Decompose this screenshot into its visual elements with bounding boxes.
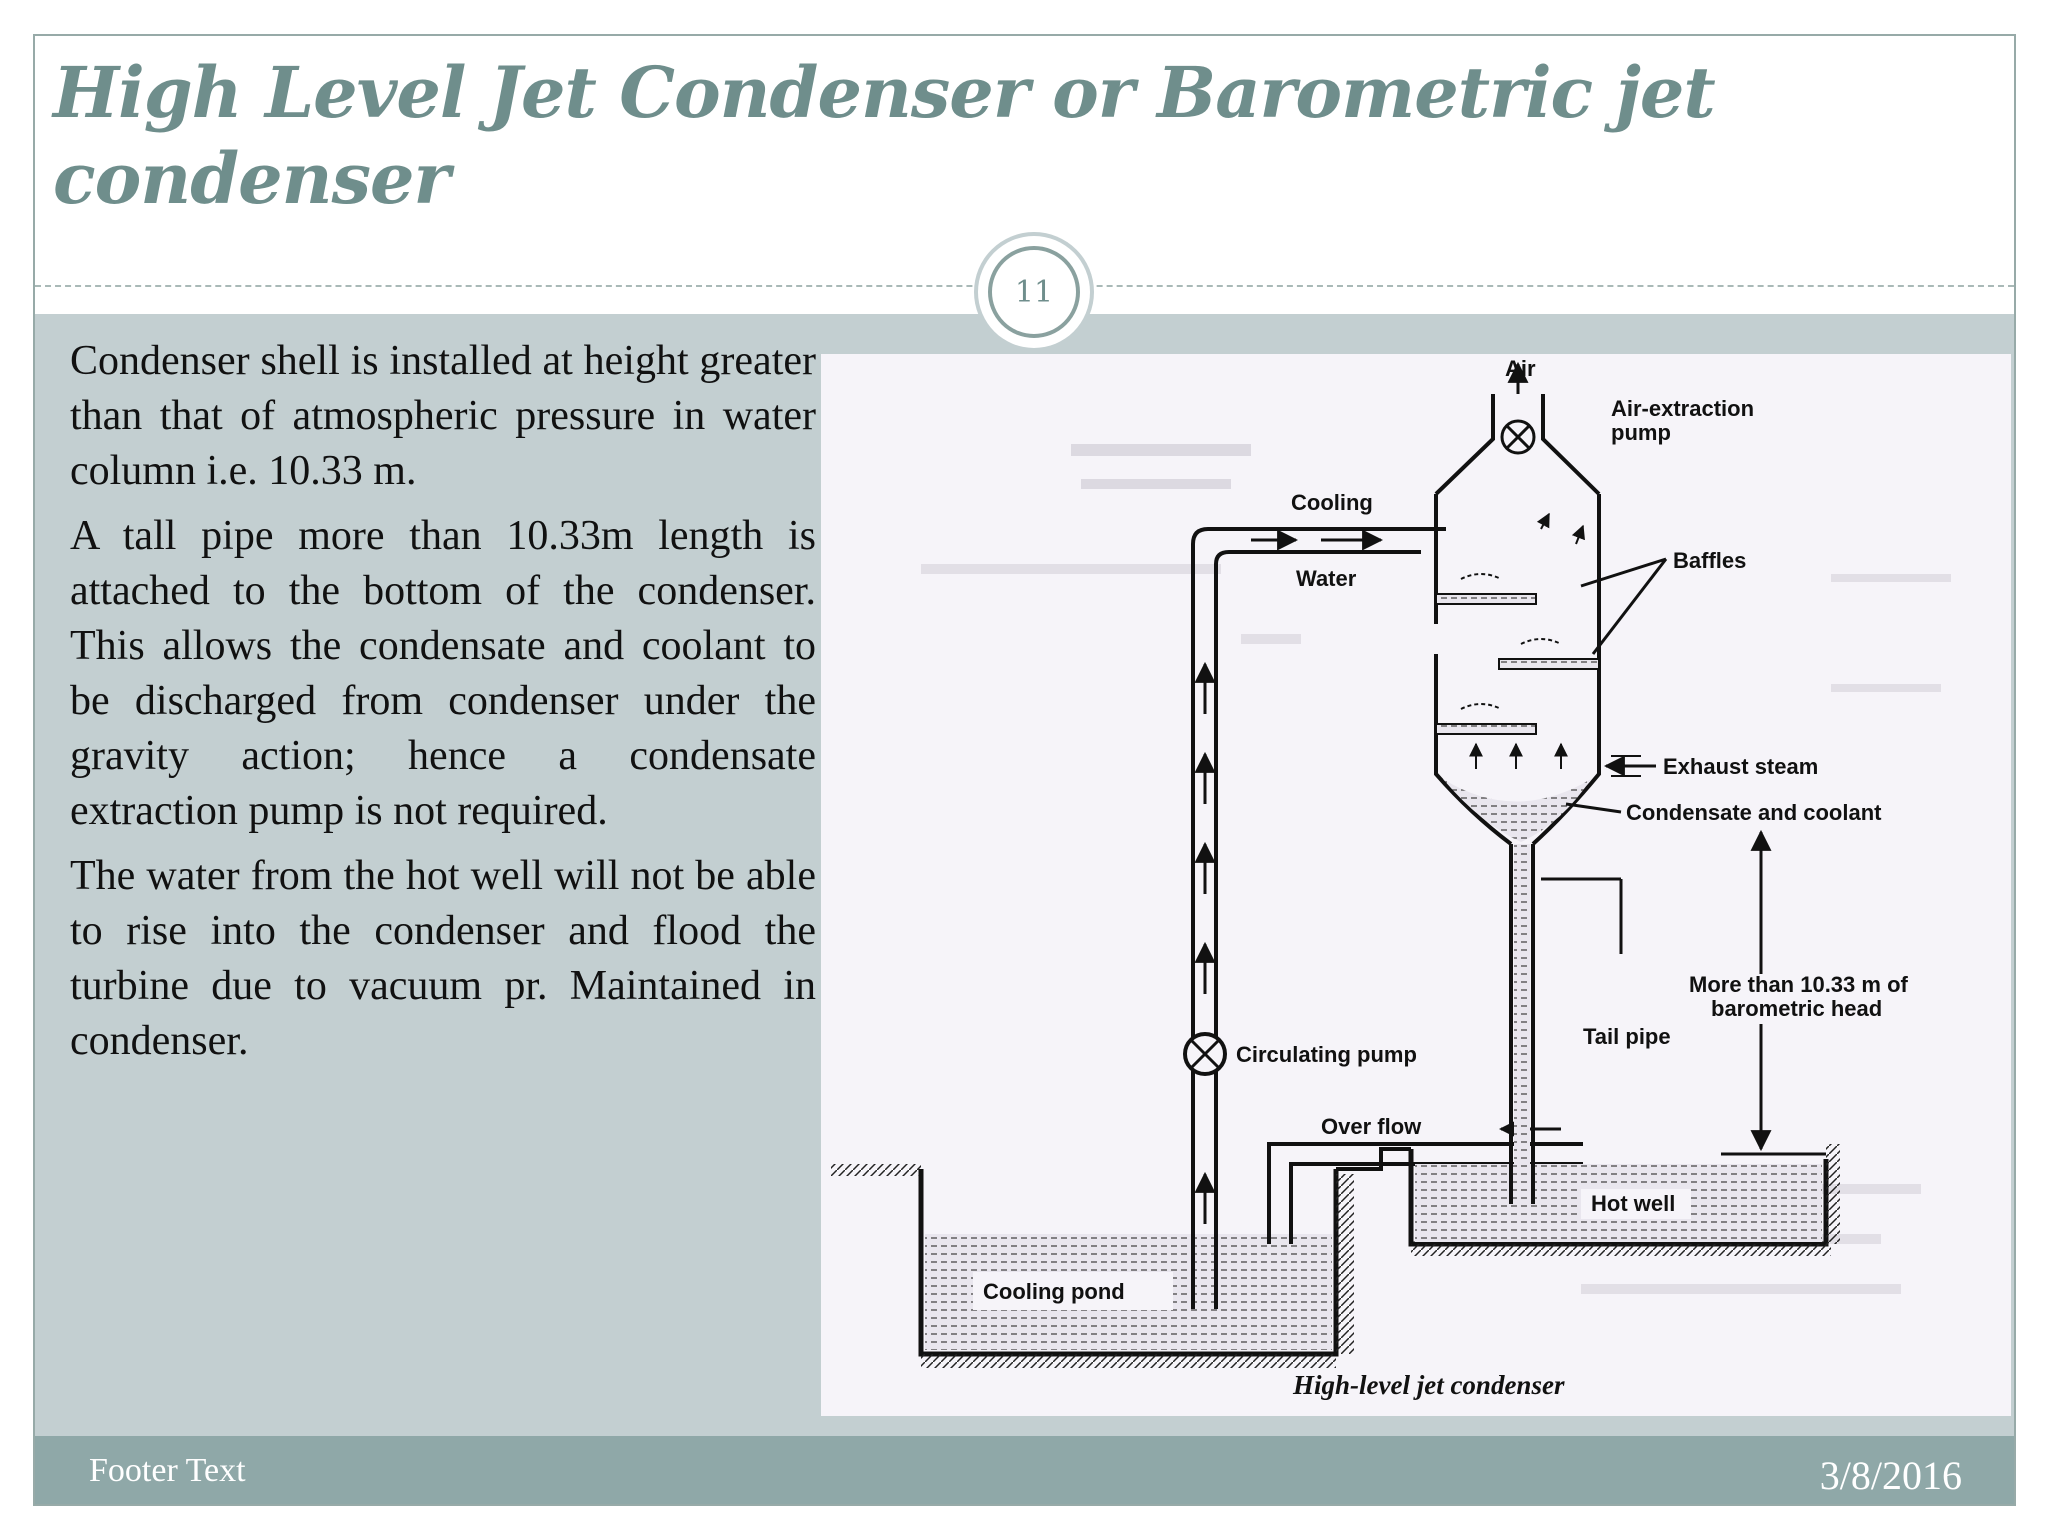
supply-pipe: Cooling Water [1191,490,1446,1309]
body-paragraph: Condenser shell is installed at height g… [70,338,816,494]
hot-well-label: Hot well [1591,1191,1675,1216]
slide-number-badge: 11 [978,236,1090,348]
over-flow-label: Over flow [1321,1114,1422,1139]
condenser-diagram: Cooling pond Over flow Hot well [821,354,2011,1416]
cooling-pond: Cooling pond [831,1147,1411,1368]
cooling-pond-label: Cooling pond [983,1279,1125,1304]
figure-caption: High-level jet condenser [1292,1370,1565,1400]
condenser-shell [1434,394,1601,846]
tail-pipe: Tail pipe [1509,844,1671,1204]
exhaust-steam-inlet: Exhaust steam [1603,754,1818,779]
exhaust-steam-label: Exhaust steam [1663,754,1818,779]
slide-number: 11 [988,246,1080,338]
body-paragraph: The water from the hot well will not be … [70,853,816,1064]
hot-well: Hot well [1408,1144,1840,1256]
air-extraction-label-2: pump [1611,420,1671,445]
body-text: Condenser shell is installed at height g… [70,334,816,1079]
air-extraction-pump-icon: Air Air-extraction pump [1500,356,1754,455]
air-extraction-label: Air-extraction [1611,396,1754,421]
tail-pipe-label: Tail pipe [1583,1024,1671,1049]
circulating-pump-label: Circulating pump [1236,1042,1417,1067]
water-label: Water [1296,566,1357,591]
condenser-diagram-svg: Cooling pond Over flow Hot well [831,356,1951,1400]
slide-title: High Level Jet Condenser or Barometric j… [53,51,1716,220]
barometric-head-dimension: More than 10.33 m of barometric head [1689,829,1909,1156]
footer: Footer Text 3/8/2016 [35,1436,2014,1504]
condensate-label: Condensate and coolant [1626,800,1882,825]
cooling-label: Cooling [1291,490,1373,515]
barometric-head-label: More than 10.33 m of [1689,972,1909,997]
barometric-head-label-2: barometric head [1711,996,1882,1021]
body-paragraph: A tall pipe more than 10.33m length is a… [70,513,816,834]
footer-text: Footer Text [89,1452,246,1489]
circulating-pump-icon: Circulating pump [1183,1032,1417,1076]
slide: High Level Jet Condenser or Barometric j… [33,34,2016,1506]
condensate-callout: Condensate and coolant [1565,800,1882,825]
air-label: Air [1505,356,1536,381]
footer-date: 3/8/2016 [1819,1453,1962,1498]
baffles-label: Baffles [1673,548,1746,573]
baffles-callout: Baffles [1580,548,1746,655]
